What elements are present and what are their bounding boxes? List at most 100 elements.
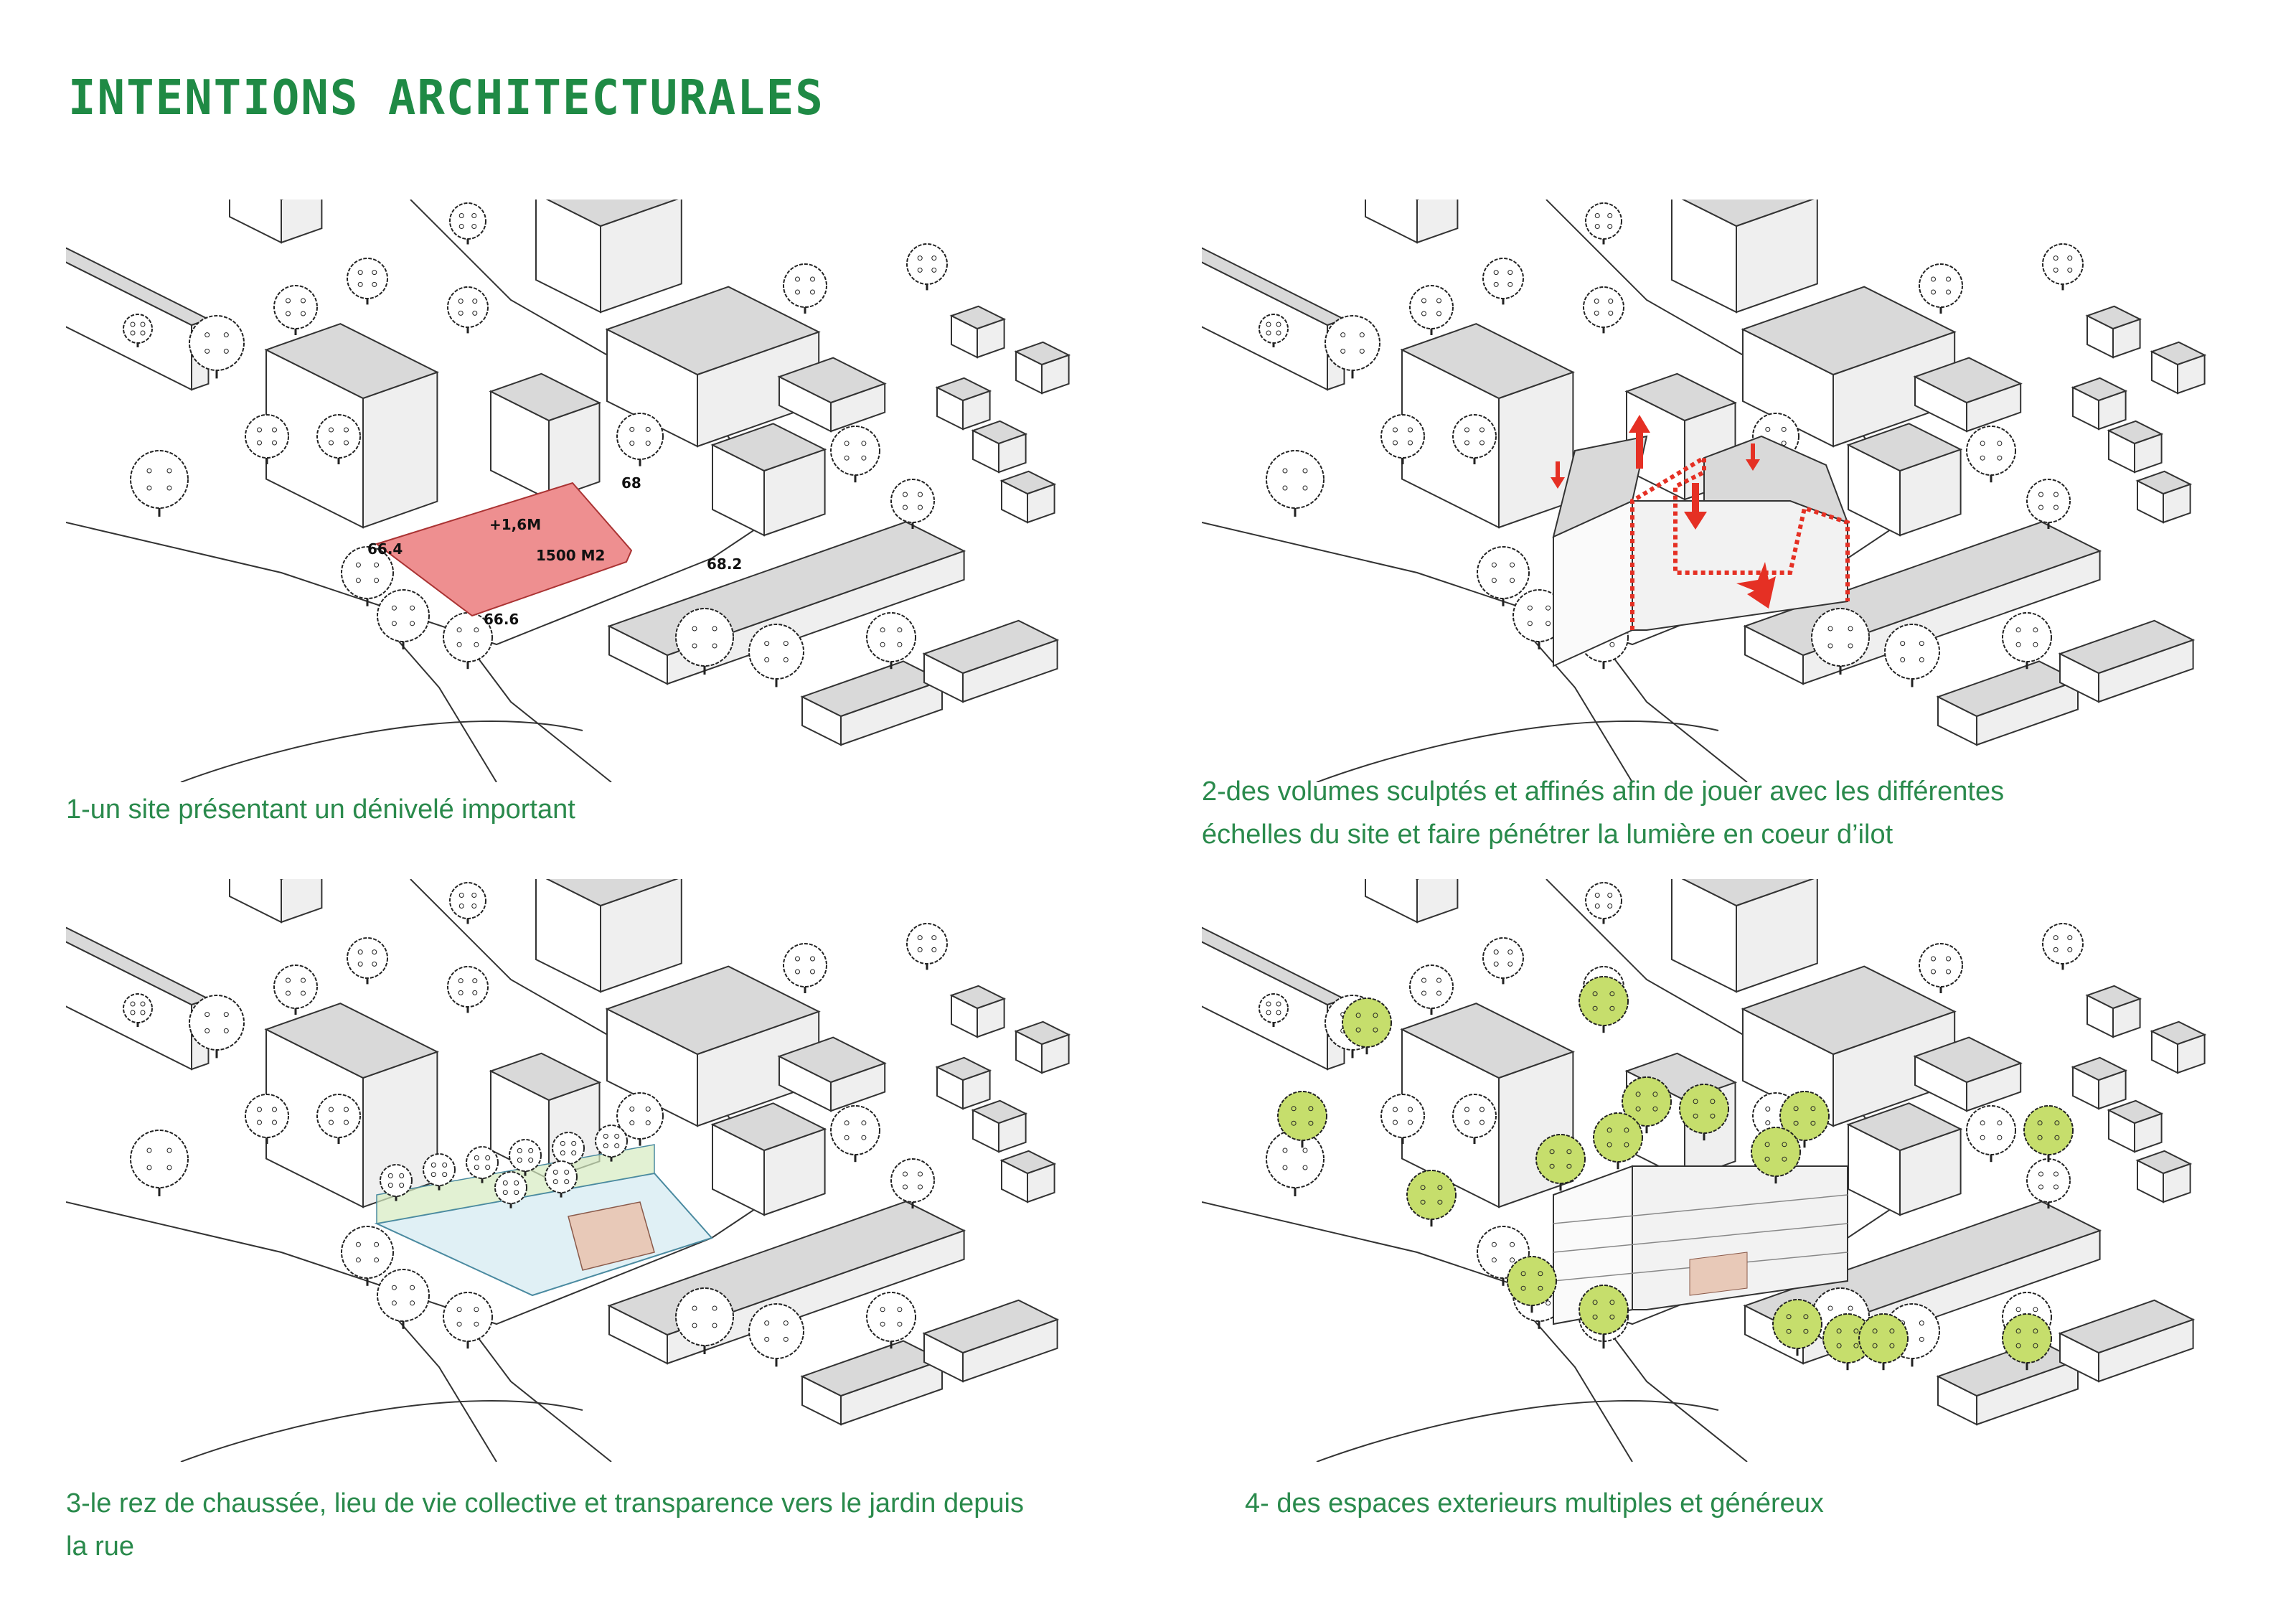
building [1400,323,1575,529]
tree-icon [866,612,916,670]
tree-icon [2023,1105,2074,1163]
tree-icon [245,414,289,464]
building [535,879,682,993]
tree-icon [1409,285,1454,335]
tree-icon [906,923,948,970]
tree-icon [616,1092,664,1146]
tree-icon [545,1160,578,1198]
height-diff-label: +1,6M [489,516,541,533]
caption-4: 4- des espaces exterieurs multiples et g… [1245,1488,1824,1519]
level-label-right: 68.2 [707,555,742,573]
tree-icon [1811,608,1870,675]
green-trees [1277,976,2074,1371]
tree-icon [748,624,804,687]
context-buildings [66,879,1071,1462]
diagram-ground-floor [66,879,1085,1462]
proposed-volume [1552,435,1850,667]
tree-icon [1266,1130,1325,1196]
building [2150,341,2207,395]
building [1014,1020,1071,1074]
tree-icon [1966,426,2016,483]
building [2107,1099,2164,1153]
tree-icon [1679,1084,1729,1141]
tree-icon [449,202,486,245]
building [2058,1299,2196,1383]
tree-icon [1452,414,1497,464]
tree-icon [1342,998,1392,1055]
tree-icon [1535,1134,1586,1191]
building [800,1340,944,1426]
caption-3-line-2: la rue [66,1531,135,1562]
building [1913,357,2023,433]
tree-icon [2026,1158,2071,1208]
building [935,377,992,431]
building [1671,200,1818,314]
tree-icon [443,612,493,670]
tree-icon [675,1287,734,1354]
tree-icon [1325,315,1380,379]
building [2150,1020,2207,1074]
tree-icon [423,1153,456,1191]
diagram-outdoor-spaces [1202,879,2221,1462]
tree-icon [1884,624,1940,687]
building [1400,1003,1575,1208]
context-buildings [66,200,1071,782]
tree-icon [2002,612,2052,670]
tree-icon [1507,1256,1557,1313]
diagram-sculpted-volumes [1202,200,2221,782]
tree-icon [1751,1127,1801,1184]
level-label-left: 66.4 [367,540,403,558]
tree-icon [675,608,734,675]
building [971,1099,1028,1153]
tree-icon [341,1226,394,1286]
tree-icon [1919,943,1963,993]
garden-trees [380,1125,628,1208]
tree-icon [189,995,245,1059]
tree-icon [273,285,318,335]
tree-icon [1406,1170,1457,1227]
caption-2-line-2: échelles du site et faire pénétrer la lu… [1202,820,1893,850]
tree-icon [1258,314,1289,347]
tree-icon [1277,1091,1327,1148]
tree-icon [748,1303,804,1367]
axonometric-view-2 [1202,200,2207,782]
tree-icon [509,1139,542,1176]
building [605,286,821,448]
axonometric-view-4 [1202,879,2207,1462]
tree-icon [783,943,827,993]
arrow-down-small-icon [1551,461,1565,489]
building [922,619,1060,703]
building [2135,470,2193,524]
tree-icon [447,966,489,1013]
site-plot [375,482,633,617]
tree-icon [380,1164,413,1201]
tree-icon [830,1105,880,1163]
caption-2-line-1: 2-des volumes sculptés et affinés afin d… [1202,776,2005,807]
building [800,660,944,746]
building [935,1056,992,1110]
tree-icon [449,882,486,924]
tree-icon [443,1292,493,1349]
building [999,470,1057,524]
building [922,1299,1060,1383]
building [1936,660,2080,746]
building [2071,377,2128,431]
tree-icon [1482,937,1524,985]
building [535,200,682,314]
building [1913,1036,2023,1112]
arrow-entry-icon [1736,562,1776,609]
building [1846,423,1963,537]
tree-icon [123,314,153,347]
axonometric-view-3 [66,879,1071,1462]
tree-icon [341,546,394,606]
building [2135,1150,2193,1203]
tree-icon [130,1130,189,1196]
building [999,1150,1057,1203]
context-buildings [1202,200,2207,782]
building [2058,619,2196,703]
tree-icon [1585,882,1622,924]
tree-icon [494,1171,527,1208]
building [489,372,602,501]
tree-icon [906,243,948,291]
tree-icon [377,1269,430,1329]
